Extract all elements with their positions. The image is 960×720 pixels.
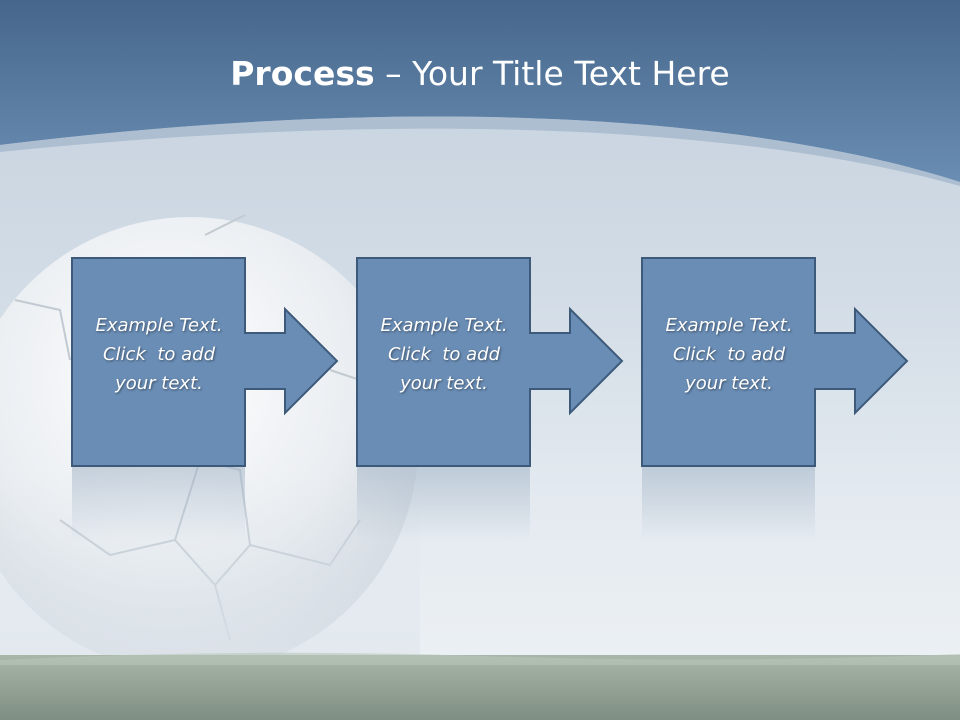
process-step-1-arrow-box <box>71 257 339 467</box>
step-text-line: your text. <box>115 373 203 394</box>
header-arc-highlight <box>0 116 960 186</box>
slide-title-rest: – Your Title Text Here <box>374 54 730 93</box>
process-step-3-text[interactable]: Example Text. Click to add your text. <box>642 311 816 398</box>
process-step-1-text[interactable]: Example Text. Click to add your text. <box>72 311 246 398</box>
step-text-line: Click to add <box>102 344 215 365</box>
process-step-2-arrow-box <box>356 257 624 467</box>
step-text-line: Example Text. <box>95 315 223 336</box>
step-reflections <box>72 466 815 541</box>
process-step-3-arrow-box <box>641 257 909 467</box>
slide-title-bold: Process <box>230 54 375 93</box>
step-text-line: Example Text. <box>380 315 508 336</box>
step-text-line: Click to add <box>387 344 500 365</box>
header-band <box>0 0 960 182</box>
slide-title[interactable]: Process – Your Title Text Here <box>0 52 960 96</box>
grass-strip <box>0 652 960 720</box>
step-text-line: Click to add <box>672 344 785 365</box>
step-text-line: your text. <box>685 373 773 394</box>
process-steps <box>71 257 909 467</box>
process-step-2-text[interactable]: Example Text. Click to add your text. <box>357 311 531 398</box>
step-text-line: Example Text. <box>665 315 793 336</box>
step-text-line: your text. <box>400 373 488 394</box>
